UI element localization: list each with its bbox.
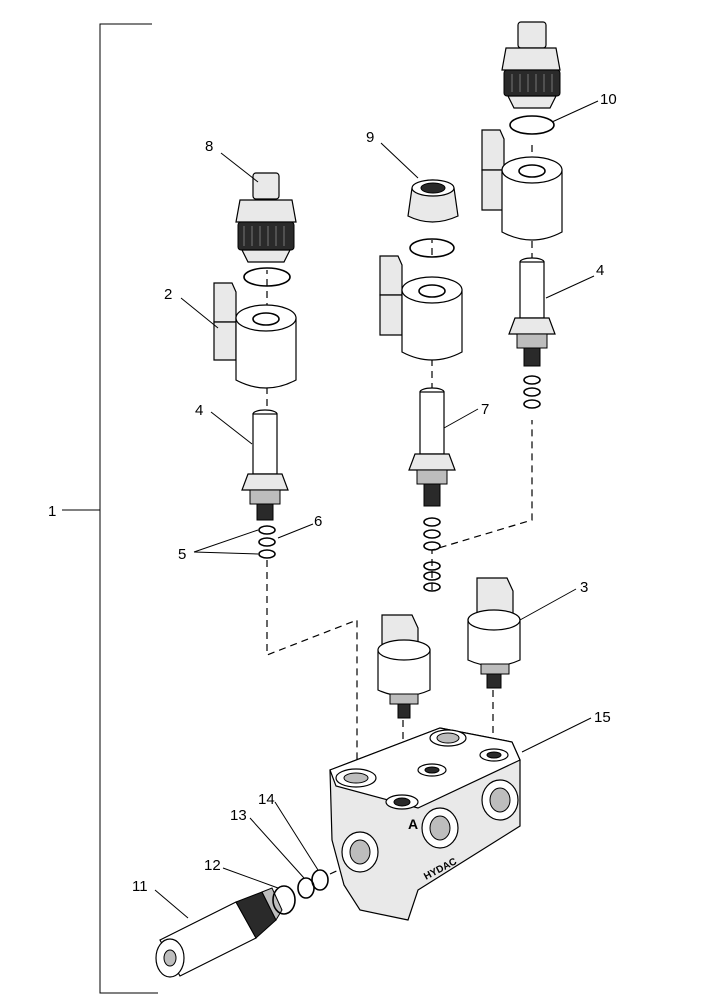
item-10-o-ring [509,115,555,135]
o-ring [523,375,541,385]
o-ring [423,529,441,539]
item-13-o-ring [297,877,315,899]
port-label: A [408,816,418,832]
callout-14: 14 [258,791,275,808]
callout-6: 6 [314,513,322,530]
o-ring [258,549,276,559]
item-4-valve-cartridge [241,409,289,521]
cap-nut-right [501,21,561,109]
callout-15: 15 [594,709,611,726]
o-ring [423,541,441,551]
callout-11: 11 [132,878,148,895]
item-8-cap-nut [235,172,297,263]
o-ring [423,582,441,592]
o-ring [423,571,441,581]
item-7-valve-cartridge [408,387,456,507]
solenoid-coil-right [481,129,563,241]
leader-lines [154,100,599,919]
item-4-valve-cartridge-right [508,257,556,367]
o-ring [243,267,291,287]
item-3-pressure-sensor [467,577,521,689]
callout-10: 10 [600,91,617,108]
o-ring [258,537,276,547]
callout-3: 3 [580,579,588,596]
pressure-sensor-middle [377,614,431,719]
callout-1: 1 [48,503,56,520]
o-ring [258,525,276,535]
callout-13: 13 [230,807,247,824]
o-ring [423,517,441,527]
o-ring [409,238,455,258]
assembly-bracket [62,23,158,994]
o-ring [523,399,541,409]
item-11-relief-cartridge [155,887,283,978]
o-ring [523,387,541,397]
item-14-o-ring [311,869,329,891]
callout-12: 12 [204,857,221,874]
item-2-solenoid-coil [213,282,297,389]
callout-8: 8 [205,138,213,155]
callout-2: 2 [164,286,172,303]
callout-4-right: 4 [596,262,604,279]
callout-5: 5 [178,546,186,563]
callout-9: 9 [366,129,374,146]
item-15-valve-body: A HYDAC [329,727,521,921]
item-12-backup-ring [272,885,296,915]
o-ring [423,561,441,571]
item-9-hex-nut [407,179,459,223]
callout-labels: 1 2 3 4 4 5 6 7 8 9 10 11 12 13 14 15 [48,91,617,895]
solenoid-coil-middle [379,255,463,361]
callout-7: 7 [481,401,489,418]
callout-4-left: 4 [195,402,203,419]
